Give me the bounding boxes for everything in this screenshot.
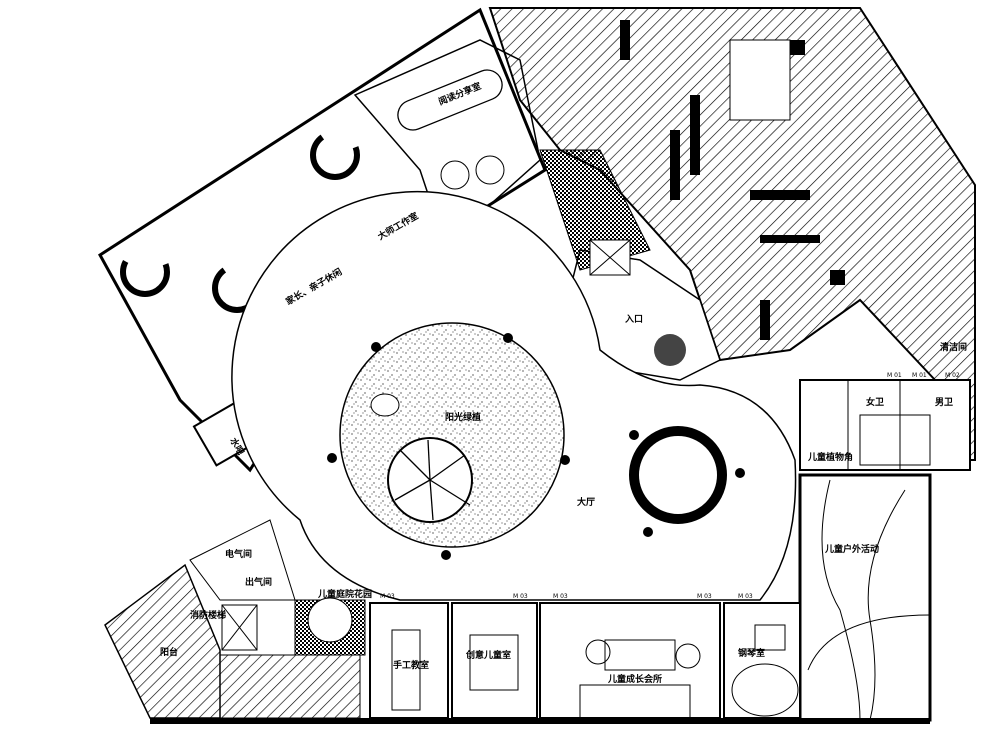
door-tag: M 01: [887, 372, 902, 379]
label-electrical: 电气间: [225, 548, 252, 560]
bottom-wall: [150, 718, 930, 724]
light-fixtures: [327, 333, 745, 560]
hatched-service: [219, 654, 361, 719]
door-tag: M 02: [945, 372, 960, 379]
restroom-block: [799, 379, 971, 471]
label-fire-stair: 消防楼梯: [190, 609, 226, 621]
craft-room: [369, 602, 449, 719]
label-courtyard-garden: 儿童庭院花园: [317, 588, 372, 600]
label-sunlight-garden: 阳光绿植: [445, 411, 481, 423]
tree-icon: [394, 439, 471, 521]
stair-core: [729, 39, 791, 121]
reading-room-outline: [353, 39, 541, 247]
label-plant-corner: 儿童植物角: [807, 451, 853, 463]
ring-bench: [629, 426, 727, 524]
outdoor-play: [798, 473, 932, 722]
door-tag: M 01: [912, 372, 927, 379]
door-tag: M 03: [513, 593, 528, 600]
label-male-wc: 男卫: [935, 397, 953, 408]
creative-room: [451, 602, 538, 719]
label-club: 儿童成长会所: [607, 673, 662, 685]
balcony: [104, 563, 221, 719]
door-tag: M 03: [738, 593, 753, 600]
label-entrance: 入口: [624, 314, 643, 325]
meeting-table: [397, 69, 503, 131]
piano-room: [723, 602, 801, 719]
label-lobby: 大厅: [577, 496, 595, 508]
label-female-wc: 女卫: [866, 396, 884, 408]
label-piano-room: 钢琴室: [738, 647, 765, 659]
door-tag: M 03: [697, 593, 712, 600]
electrical-rooms: [189, 519, 296, 601]
label-exhaust: 出气间: [245, 576, 272, 588]
plan-title: 儿童成长中心平面布置图: [5, 12, 16, 15]
label-creative-room: 创意儿童室: [465, 649, 511, 661]
door-tag: M 03: [380, 593, 395, 600]
label-outdoor-play: 儿童户外活动: [824, 543, 879, 555]
door-tag: M 03: [553, 593, 568, 600]
label-craft-room: 手工教室: [393, 659, 429, 671]
wall-blocks: [620, 20, 845, 340]
club-room: [539, 602, 721, 719]
label-cleaning: 清洁间: [940, 341, 967, 353]
label-balcony: 阳台: [160, 646, 178, 658]
